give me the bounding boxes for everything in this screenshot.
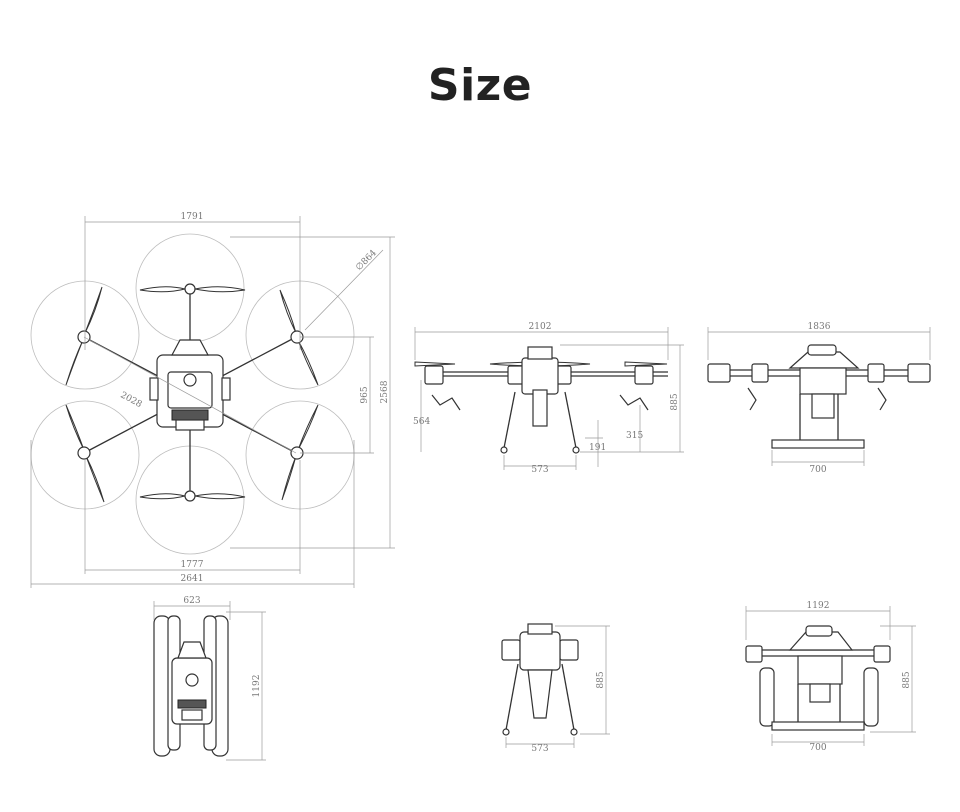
dim-folded-front-height: 885 [596,671,606,688]
dim-total-width: 2641 [181,574,204,584]
page-title: Size [427,60,533,111]
folded-top-view: 623 1192 [153,596,266,761]
propeller-upper-left [65,286,103,386]
dim-folded-side-height: 885 [902,671,912,688]
dim-center-height: 965 [360,386,370,403]
dim-tank-clearance: 315 [626,431,643,441]
propeller-lower-right [281,404,319,501]
dim-total-height: 2568 [380,380,390,403]
dim-folded-length: 1192 [252,675,262,698]
dim-lower-width: 1777 [181,560,204,570]
folded-side-view: 1192 885 700 [745,601,916,753]
propeller-upper-right [279,289,319,386]
dim-folded-front-leg-spacing: 573 [531,744,548,754]
dim-folded-side-width: 1192 [807,601,830,611]
dim-diagonal: 2028 [118,390,143,410]
side-view: 1836 700 [707,322,931,475]
dim-front-leg-spacing: 573 [531,465,548,475]
dim-front-width: 2102 [529,322,552,332]
top-view-dimensions: 1791 2568 965 ∅864 2028 1777 2641 [30,212,395,588]
dim-side-width: 1836 [808,322,831,332]
drone-body [149,339,231,431]
propeller-lower-left [65,404,105,503]
top-view: 1791 2568 965 ∅864 2028 1777 2641 [30,212,395,588]
front-view: 2102 885 564 191 315 573 [413,322,684,475]
folded-front-view: 885 573 [501,623,610,754]
dim-prop-diameter: ∅864 [354,248,379,273]
propeller-top [139,283,246,295]
dim-folded-width: 623 [183,596,200,606]
dim-nozzle-height: 564 [413,417,430,427]
dim-folded-side-leg-width: 700 [809,743,826,753]
dim-top-width: 1791 [181,212,204,222]
dim-ground-clearance: 191 [589,443,606,453]
propeller-bottom [139,490,246,502]
dim-front-height: 885 [670,393,680,410]
dim-side-leg-width: 700 [809,465,826,475]
